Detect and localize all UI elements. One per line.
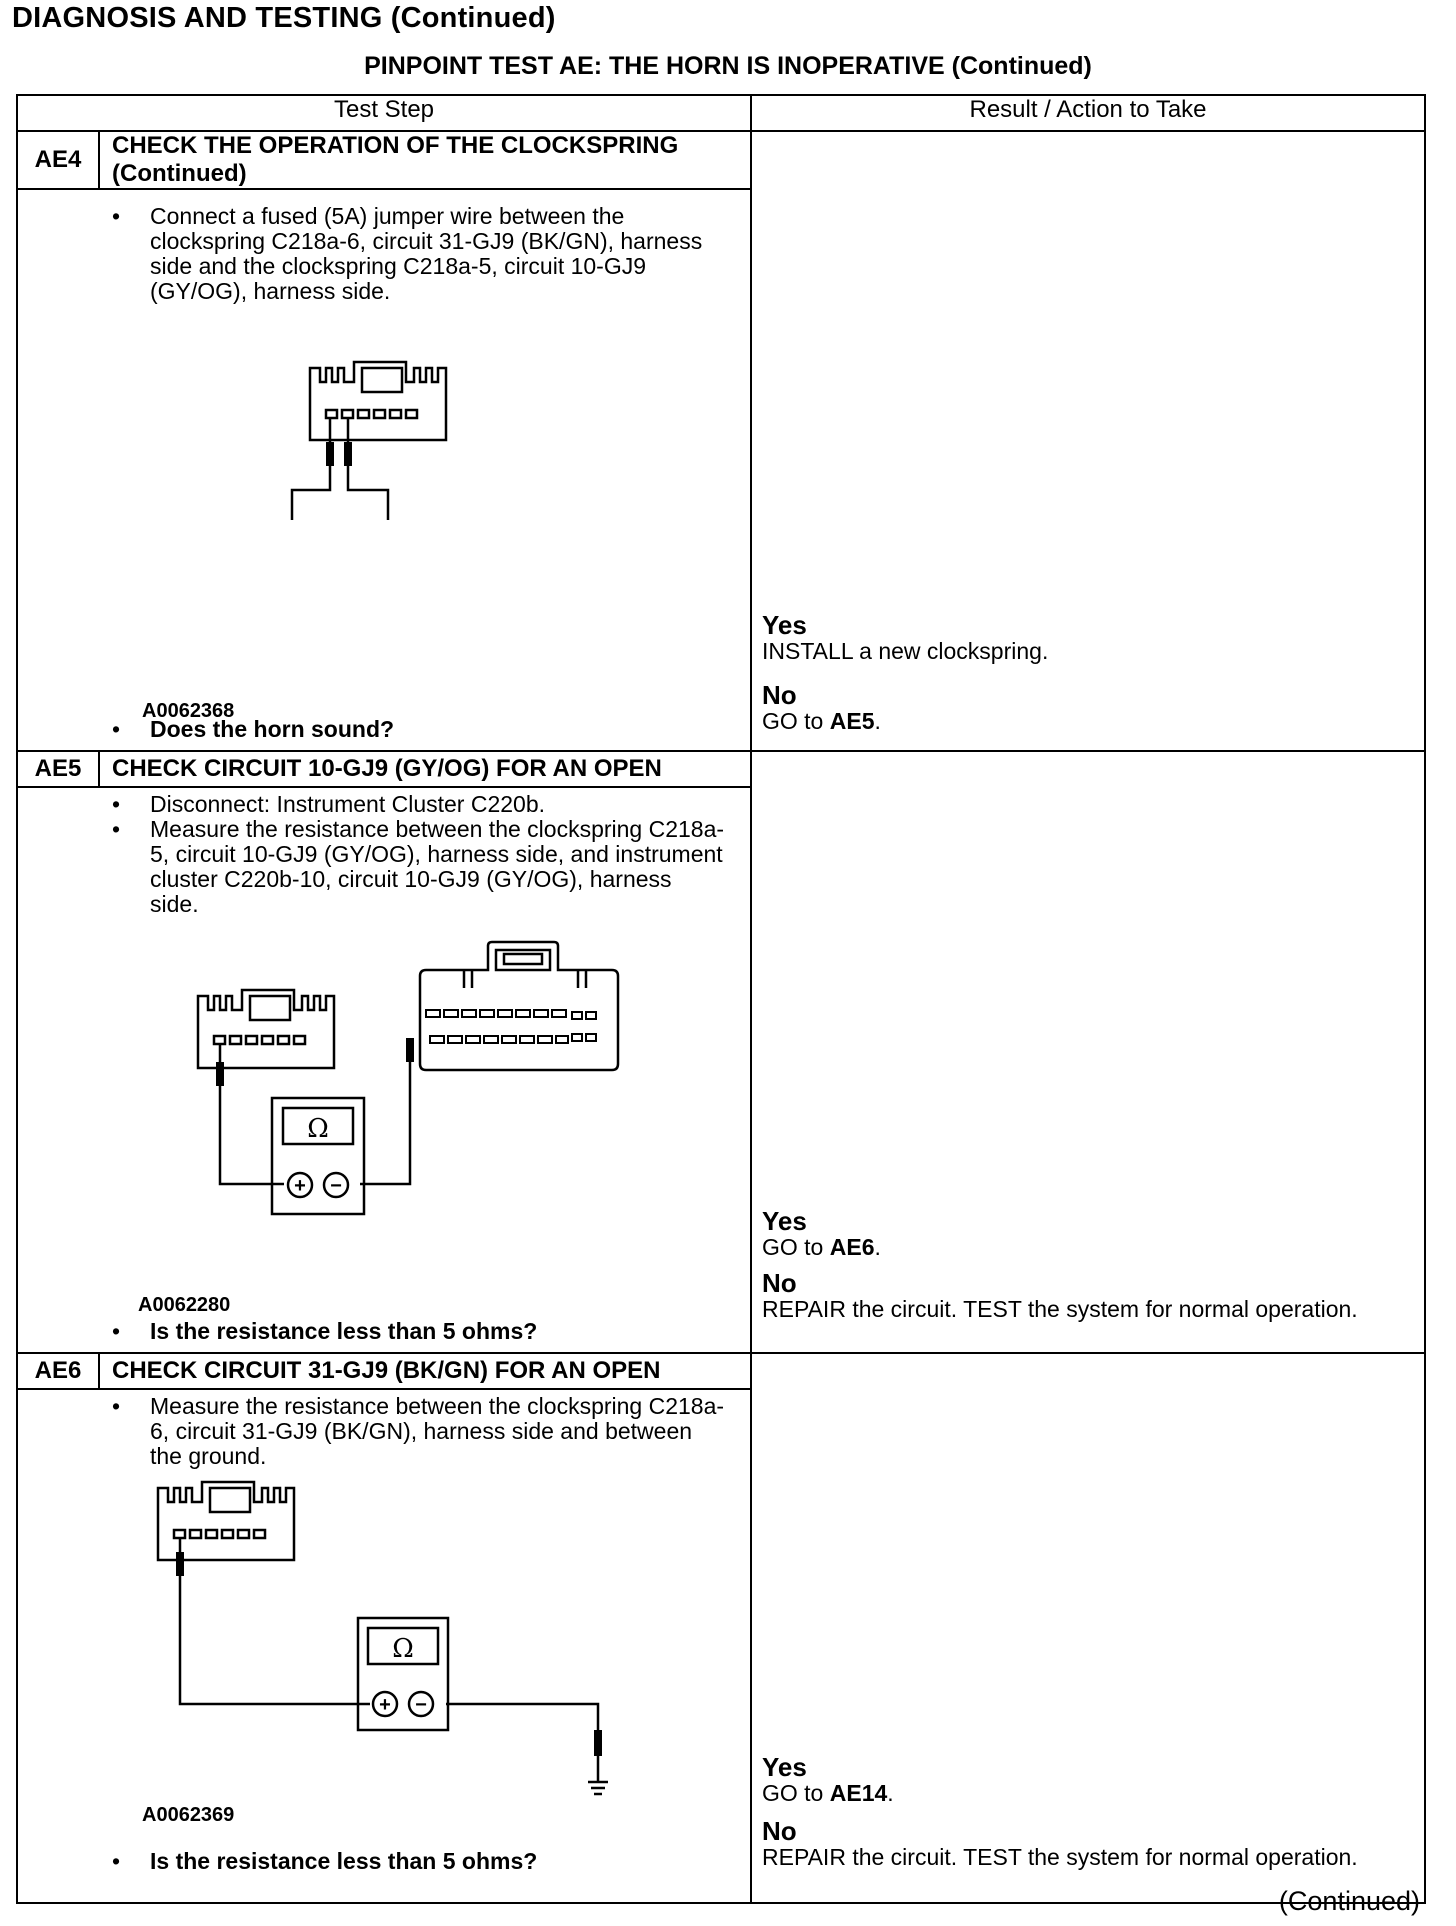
ground-icon: [588, 1772, 608, 1796]
resistance-measurement-diagram: Ω + −: [196, 940, 620, 1216]
step-id: AE4: [16, 130, 100, 190]
step-id: AE6: [16, 1352, 100, 1390]
step-body-ae5: Disconnect: Instrument Cluster C220b. Me…: [16, 786, 752, 1354]
clockspring-connector-icon: [156, 1480, 296, 1562]
figure-id: A0062369: [142, 1804, 235, 1826]
multimeter-icon: [356, 1616, 450, 1732]
step-title: CHECK CIRCUIT 10-GJ9 (GY/OG) FOR AN OPEN: [98, 750, 752, 788]
no-result: No REPAIR the circuit. TEST the system f…: [762, 1816, 1358, 1870]
clockspring-connector-icon: [308, 360, 448, 442]
clockspring-connector-icon: [196, 988, 336, 1070]
step-title: CHECK CIRCUIT 31-GJ9 (BK/GN) FOR AN OPEN: [98, 1352, 752, 1390]
meter-minus: −: [415, 1694, 427, 1716]
step-id: AE5: [16, 750, 100, 788]
figure-id: A0062280: [138, 1294, 231, 1316]
step-body-ae4: Connect a fused (5A) jumper wire between…: [16, 188, 752, 752]
step-result-ae4: Yes INSTALL a new clockspring. No GO to …: [750, 130, 1426, 752]
pinpoint-test-table: Test Step Result / Action to Take AE4 CH…: [16, 94, 1426, 1904]
instrument-cluster-connector-icon: [418, 940, 620, 1072]
ohm-symbol: Ω: [392, 1634, 414, 1664]
instruction-bullet: Disconnect: Instrument Cluster C220b.: [18, 792, 750, 818]
jumper-wire-diagram: [290, 360, 448, 520]
pinpoint-test-title: PINPOINT TEST AE: THE HORN IS INOPERATIV…: [364, 52, 1092, 80]
instruction-bullet: Connect a fused (5A) jumper wire between…: [18, 204, 750, 304]
step-title: CHECK THE OPERATION OF THE CLOCKSPRING (…: [98, 130, 752, 190]
meter-plus: +: [294, 1175, 306, 1197]
instruction-bullet: Measure the resistance between the clock…: [18, 1394, 750, 1469]
meter-plus: +: [379, 1694, 391, 1716]
column-header-result: Result / Action to Take: [750, 94, 1426, 132]
goto-ref-link[interactable]: AE14: [829, 1780, 888, 1806]
continued-label: (Continued): [1278, 1886, 1420, 1916]
yes-result: Yes GO to AE6.: [762, 1206, 881, 1260]
step-body-ae6: Measure the resistance between the clock…: [16, 1388, 752, 1904]
no-result: No REPAIR the circuit. TEST the system f…: [762, 1268, 1358, 1322]
instruction-bullet: Measure the resistance between the clock…: [18, 817, 750, 917]
yes-result: Yes INSTALL a new clockspring.: [762, 610, 1049, 664]
goto-ref-link[interactable]: AE5: [829, 708, 875, 734]
no-result: No GO to AE5.: [762, 680, 881, 734]
page-header: DIAGNOSIS AND TESTING (Continued): [12, 2, 556, 34]
column-header-test-step: Test Step: [16, 94, 752, 132]
step-result-ae6: Yes GO to AE14. No REPAIR the circuit. T…: [750, 1352, 1426, 1904]
goto-ref-link[interactable]: AE6: [829, 1234, 875, 1260]
multimeter-icon: [270, 1096, 366, 1216]
meter-minus: −: [330, 1175, 342, 1197]
step-result-ae5: Yes GO to AE6. No REPAIR the circuit. TE…: [750, 750, 1426, 1354]
ground-resistance-diagram: Ω + −: [156, 1480, 608, 1796]
figure-id: A0062368: [142, 700, 235, 722]
yes-result: Yes GO to AE14.: [762, 1752, 894, 1806]
ohm-symbol: Ω: [307, 1114, 329, 1144]
